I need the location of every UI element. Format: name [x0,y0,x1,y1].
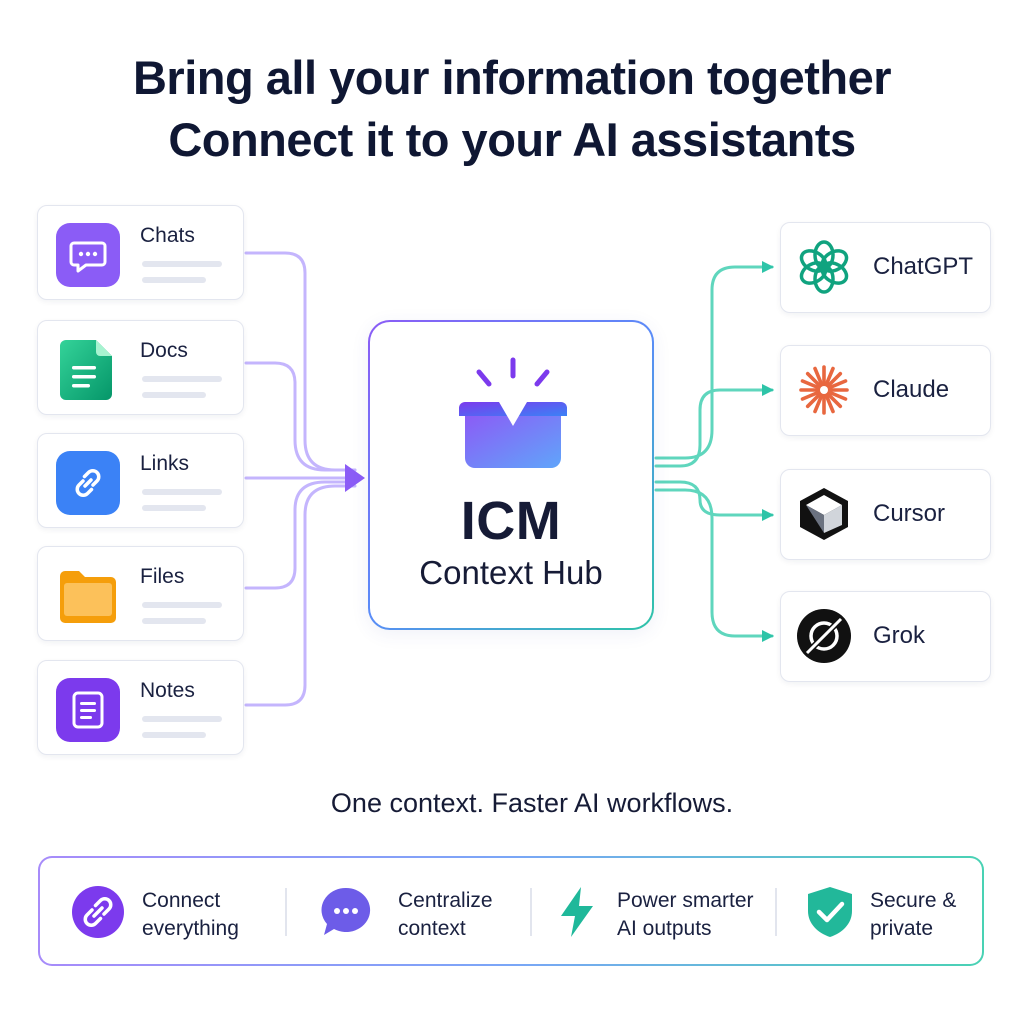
assistant-card-grok: Grok [780,591,991,682]
assistant-label: Grok [873,622,926,649]
flow-line-grok [654,488,774,642]
assistant-card-chatgpt: ChatGPT [780,222,991,313]
chat-bubble-icon [321,887,371,935]
assistant-card-cursor: Cursor [780,469,991,560]
link-icon [56,451,120,515]
shield-check-icon [808,887,852,937]
source-label: Files [140,565,185,588]
source-label: Links [140,452,190,475]
claude-logo-icon [799,365,849,415]
benefit-line: Connect [142,889,221,912]
notes-icon [56,678,120,742]
headline-line-1: Bring all your information together [132,51,892,104]
source-label: Notes [140,679,195,702]
source-card-files: Files [37,546,244,641]
grok-logo-icon [797,609,851,663]
flow-line-docs [244,361,357,472]
source-label: Docs [140,339,188,362]
assistant-label: Cursor [873,500,946,527]
flow-line-chats [244,251,357,472]
text-placeholder-line [142,602,222,608]
source-card-chats: Chats [37,205,244,300]
source-card-notes: Notes [37,660,244,755]
benefit-line: AI outputs [617,917,712,940]
text-placeholder-line [142,716,222,722]
text-placeholder-line [142,489,222,495]
cursor-logo-icon [800,488,848,540]
assistant-label: Claude [873,376,950,403]
benefit-line: private [870,917,934,940]
benefit-line: Secure & [870,889,957,912]
input-arrowhead [345,464,365,492]
benefit-divider [530,888,532,936]
text-placeholder-line [142,618,206,624]
document-icon [56,338,120,402]
flow-line-notes [244,484,357,707]
benefit-divider [285,888,287,936]
tagline: One context. Faster AI workflows. [330,788,734,818]
assistant-label: ChatGPT [873,253,974,280]
benefit-connect: Connect everything [40,858,280,964]
context-hub-card: ICM Context Hub [368,320,654,630]
hub-subtitle: Context Hub [419,554,603,591]
flow-line-cursor [654,480,774,521]
flow-line-chatgpt [654,261,774,460]
open-box-icon [459,357,567,468]
text-placeholder-line [142,505,206,511]
flow-line-claude [654,384,774,468]
text-placeholder-line [142,261,222,267]
text-placeholder-line [142,392,206,398]
link-icon [72,886,124,938]
hub-title: ICM [460,491,562,551]
lightning-icon [561,887,593,937]
assistant-card-claude: Claude [780,345,991,436]
benefit-line: everything [142,917,239,940]
chatgpt-logo-icon [799,240,849,294]
input-flow-lines [244,251,357,707]
benefit-centralize: Centralize context [290,858,530,964]
benefit-line: Centralize [398,889,493,912]
text-placeholder-line [142,277,206,283]
output-flow-lines [654,261,774,642]
text-placeholder-line [142,376,222,382]
benefit-line: Power smarter [617,889,754,912]
flow-line-files [244,480,357,590]
source-card-links: Links [37,433,244,528]
benefit-line: context [398,917,466,940]
source-card-docs: Docs [37,320,244,415]
benefit-secure: Secure & private [780,858,984,964]
text-placeholder-line [142,732,206,738]
folder-icon [56,564,120,628]
benefit-power: Power smarter AI outputs [535,858,775,964]
headline-line-2: Connect it to your AI assistants [168,113,856,166]
benefits-bar: Connect everything Centralize context Po… [38,856,984,966]
chat-bubble-icon [56,223,120,287]
benefit-divider [775,888,777,936]
source-label: Chats [140,224,195,247]
